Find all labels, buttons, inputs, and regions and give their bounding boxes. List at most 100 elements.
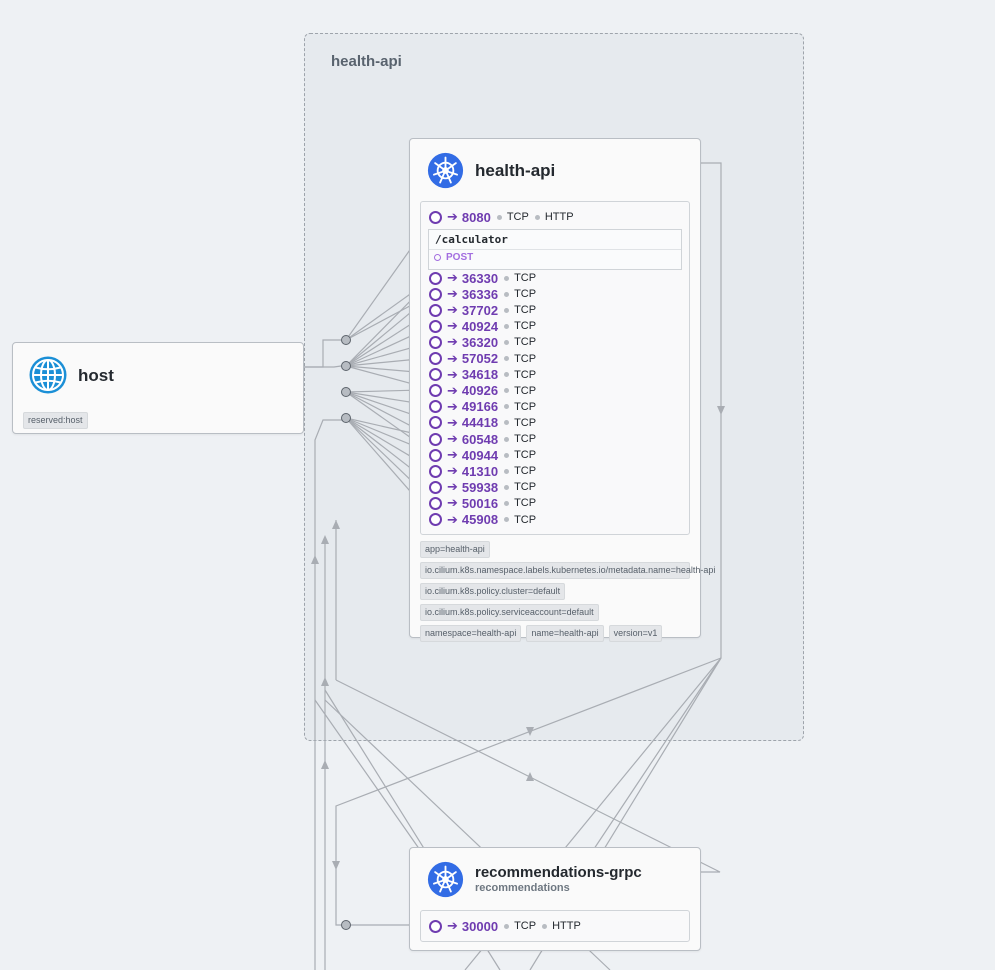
arrow-right-icon: ➔ [447,302,458,318]
port-number: 37702 [461,302,499,318]
separator-dot [504,517,510,522]
arrow-right-icon: ➔ [447,431,458,446]
health-api-card[interactable]: health-api ➔ 8080 TCP HTTP /calculator P… [409,138,715,642]
port-icon [429,513,442,526]
separator-dot [504,307,510,313]
host-card[interactable]: host reserved:host [12,342,304,434]
port-row[interactable]: ➔ 30000 TCP HTTP [429,918,587,934]
port-icon [429,287,442,301]
port-number: 50016 [461,495,499,511]
edge-arrow [321,677,329,686]
arrow-right-icon: ➔ [447,350,458,366]
connector-dot[interactable] [341,361,351,371]
port-protocol: TCP [514,497,537,510]
edge-arrow [321,535,329,544]
edge-arrow [526,727,534,736]
edge-arrow [311,555,319,564]
edge-arrow [332,520,340,529]
port-protocol: TCP [514,465,537,478]
port-l7-protocol: HTTP [544,211,574,223]
port-protocol: TCP [514,449,537,462]
recommendations-subtitle: recommendations [475,882,570,894]
arrow-right-icon: ➔ [447,918,458,933]
port-protocol: TCP [514,920,537,932]
port-icon [429,400,442,414]
port-icon [429,210,442,224]
arrow-right-icon: ➔ [447,463,458,479]
pod-label: name=health-api [526,625,604,642]
port-protocol: TCP [506,211,529,223]
separator-dot [504,404,510,410]
port-number: 30000 [461,918,499,934]
port-number: 44418 [461,415,499,431]
separator-dot [496,214,502,220]
separator-dot [504,500,510,506]
port-protocol: TCP [514,416,537,429]
port-number: 34618 [461,367,499,383]
port-number: 40926 [461,383,499,399]
connector-dot[interactable] [341,387,351,397]
separator-dot [504,436,510,442]
host-title: host [78,366,114,385]
port-protocol: TCP [514,481,537,494]
connector-dot[interactable] [341,413,351,423]
connector-dot[interactable] [341,335,351,345]
edge [335,679,721,873]
port-icon [429,352,442,365]
port-icon [429,416,442,430]
host-label: reserved:host [23,412,88,429]
arrow-right-icon: ➔ [447,366,458,382]
port-protocol: TCP [514,304,537,317]
port-row[interactable]: ➔34618 TCP [429,367,542,383]
arrow-right-icon: ➔ [447,318,458,334]
port-protocol: TCP [514,368,537,381]
port-number: 41310 [461,463,499,479]
recommendations-title: recommendations-grpc [475,864,642,881]
host-labels: reserved:host [23,410,88,429]
port-number: 8080 [461,209,491,225]
arrow-right-icon: ➔ [447,209,458,224]
port-protocol: TCP [514,288,537,301]
recommendations-ports: ➔ 30000 TCP HTTP [420,910,690,942]
pod-label: namespace=health-api [420,625,522,642]
port-number: 36320 [461,334,499,350]
separator-dot [504,372,510,378]
port-number: 60548 [461,431,499,447]
kubernetes-icon [427,861,464,898]
port-icon [429,384,442,398]
pod-label: app=health-api [420,541,490,558]
separator-dot [504,388,510,394]
http-method-label: POST [446,252,474,263]
connector-dot[interactable] [341,920,351,930]
arrow-right-icon: ➔ [447,270,458,285]
port-number: 36336 [461,286,499,302]
port-icon [429,496,442,510]
port-row[interactable]: ➔37702 TCP [429,302,542,318]
port-l7-protocol: HTTP [552,920,581,932]
edge-arrow [321,760,329,769]
separator-dot [504,923,510,929]
port-number: 57052 [461,351,499,366]
port-icon [429,303,442,317]
separator-dot [542,923,548,929]
kubernetes-icon [427,152,464,189]
recommendations-card[interactable]: recommendations-grpc recommendations ➔ 3… [409,847,701,951]
edge-arrow [526,772,534,781]
separator-dot [504,468,510,474]
port-row[interactable]: ➔ 8080 TCP HTTP [429,209,580,225]
port-row[interactable]: ➔41310 TCP [429,463,542,479]
separator-dot [504,484,510,490]
